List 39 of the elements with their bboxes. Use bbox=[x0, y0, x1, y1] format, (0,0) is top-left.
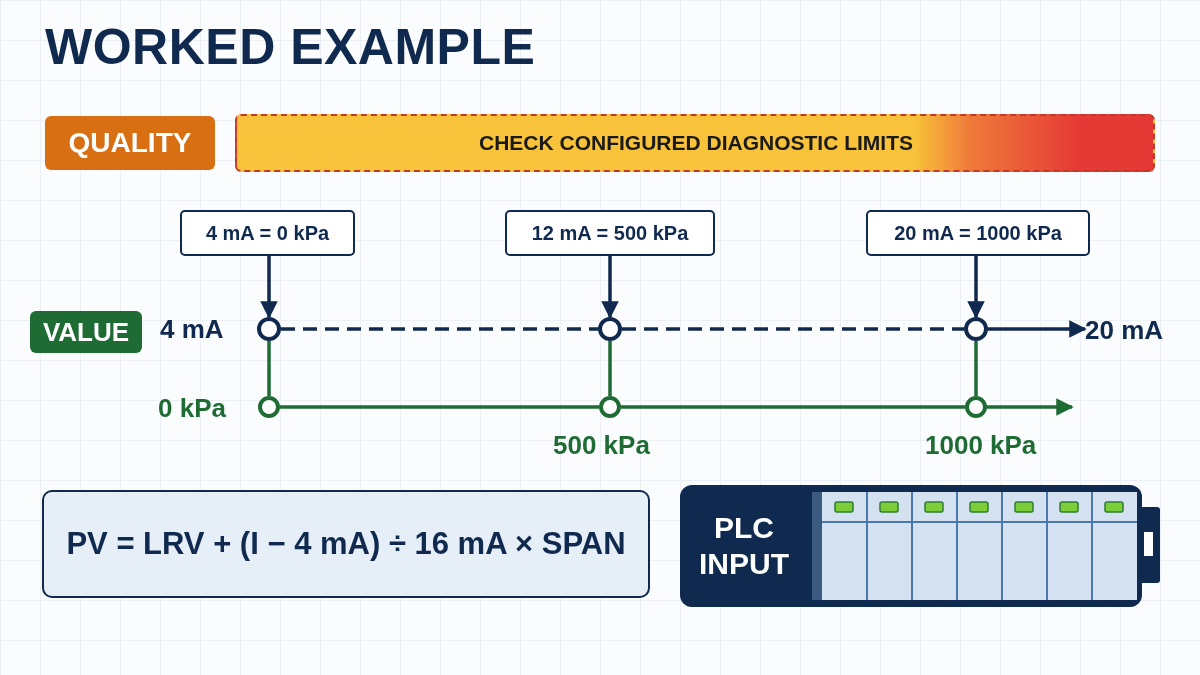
quality-bar bbox=[235, 114, 1155, 172]
callout-box bbox=[180, 210, 355, 256]
connector-line bbox=[622, 327, 964, 331]
arrow bbox=[967, 256, 985, 319]
callout-text: 4 mA = 0 kPa bbox=[205, 221, 330, 245]
scale-label: 0 kPa bbox=[158, 393, 226, 424]
title: WORKED EXAMPLE bbox=[45, 18, 536, 76]
connector-line bbox=[621, 405, 965, 409]
scale-label: 4 mA bbox=[160, 314, 224, 345]
arrow bbox=[601, 256, 619, 319]
scale-point-marker bbox=[598, 317, 622, 341]
callout-text: 20 mA = 1000 kPa bbox=[894, 221, 1062, 245]
connector-line bbox=[974, 341, 978, 396]
arrow bbox=[987, 398, 1074, 416]
connector-line bbox=[280, 405, 599, 409]
connector-line bbox=[267, 341, 271, 396]
scale-label: 20 mA bbox=[1085, 314, 1164, 346]
connector-line bbox=[608, 341, 612, 396]
scale-point-marker bbox=[257, 317, 281, 341]
connector-line bbox=[281, 327, 598, 331]
scale-point-marker bbox=[599, 396, 621, 418]
badge-label: VALUE bbox=[42, 316, 130, 348]
scale-point-marker bbox=[964, 317, 988, 341]
formula-text: PV = LRV + (I − 4 mA) ÷ 16 mA × SPAN bbox=[66, 526, 626, 562]
scale-point-marker bbox=[258, 396, 280, 418]
bar-label: CHECK CONFIGURED DIAGNOSTIC LIMITS bbox=[479, 131, 913, 155]
callout-box bbox=[866, 210, 1090, 256]
scale-label: 500 kPa bbox=[553, 430, 650, 461]
scale-label: 1000 kPa bbox=[925, 430, 1037, 461]
module-label: PLC INPUT bbox=[698, 510, 790, 582]
formula-box bbox=[42, 490, 650, 598]
badge-label: QUALITY bbox=[68, 127, 192, 159]
scale-point-marker bbox=[965, 396, 987, 418]
arrow bbox=[988, 320, 1087, 338]
arrow bbox=[260, 256, 278, 319]
status-badge bbox=[30, 311, 142, 353]
status-badge bbox=[45, 116, 215, 170]
callout-text: 12 mA = 500 kPa bbox=[531, 221, 689, 245]
callout-box bbox=[505, 210, 715, 256]
